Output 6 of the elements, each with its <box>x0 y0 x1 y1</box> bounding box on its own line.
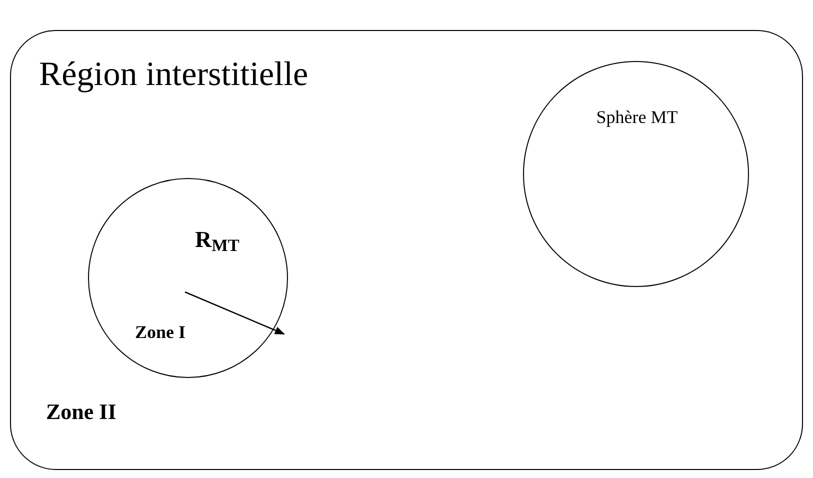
region-box <box>10 30 803 470</box>
sphere-label: Sphère MT <box>595 106 679 129</box>
zone-label: Zone I <box>135 321 186 344</box>
region-title: Région interstitielle <box>39 55 308 95</box>
radius-label: R$_{MT}$ <box>195 226 240 258</box>
zone-label: Zone II <box>46 398 116 426</box>
